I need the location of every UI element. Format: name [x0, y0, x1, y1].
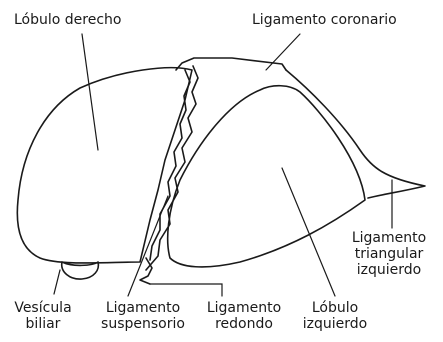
- label-round-ligament: Ligamento redondo: [196, 300, 292, 332]
- gallbladder-outline: [62, 262, 99, 279]
- left-lobe-outline: [168, 86, 365, 267]
- label-gallbladder: Vesícula biliar: [8, 300, 78, 332]
- label-coronary-ligament: Ligamento coronario: [252, 12, 397, 28]
- leader-round: [150, 284, 222, 296]
- label-suspensory-ligament: Ligamento suspensorio: [96, 300, 190, 332]
- right-lobe-outline: [17, 68, 192, 263]
- label-right-lobe: Lóbulo derecho: [14, 12, 121, 28]
- leader-left-lobe: [282, 168, 335, 296]
- coronary-ligament-outline: [176, 58, 286, 70]
- leader-gallbladder: [54, 270, 60, 294]
- left-triangular-ligament-outline: [286, 70, 425, 198]
- suspensory-ligament-outline: [146, 66, 198, 270]
- label-left-lobe: Lóbulo izquierdo: [296, 300, 374, 332]
- leader-suspensory: [128, 196, 168, 296]
- label-left-triangular-ligament: Ligamento triangular izquierdo: [342, 230, 436, 278]
- leader-right-lobe: [82, 34, 98, 150]
